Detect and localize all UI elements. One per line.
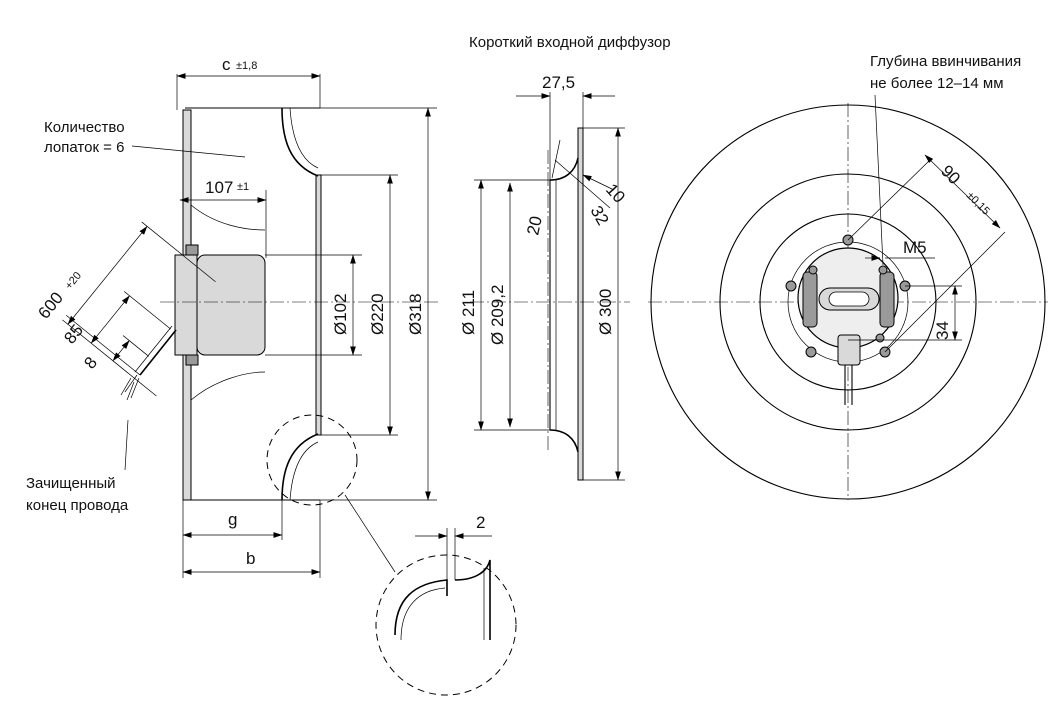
dim-c: c	[222, 55, 231, 74]
dim-cable-600-tol: +20	[63, 270, 84, 292]
label-short-inlet-diffuser: Короткий входной диффузор	[469, 34, 671, 51]
dim-cable-8: 8	[80, 353, 101, 372]
blade-top	[281, 107, 319, 177]
detail-circle-large	[375, 554, 517, 696]
dim-90-tol: ±0,15	[964, 190, 992, 218]
dim-g: g	[228, 510, 237, 529]
detail-circle-small	[266, 414, 358, 506]
left-labels: Количество лопаток = 6 Зачищенный конец …	[26, 119, 246, 514]
dim-cable-600: 600	[34, 289, 67, 323]
label-blades-line1: Количество	[44, 119, 125, 136]
diffuser-section: Короткий входной диффузор 27,5 10 32 20 …	[459, 34, 671, 481]
label-blades-line2: лопаток = 6	[44, 139, 124, 156]
motor-body	[196, 254, 266, 356]
label-wire-end-line1: Зачищенный	[26, 475, 116, 492]
leader-wire-end	[124, 419, 129, 471]
dim-107: 107	[205, 178, 233, 197]
dim-27-5: 27,5	[542, 73, 575, 92]
diffuser-flange	[577, 127, 584, 481]
inlet-ring	[315, 174, 322, 436]
dim-d102: Ø102	[331, 293, 350, 335]
blade-bottom	[281, 433, 319, 501]
leader-screw-depth	[874, 94, 884, 266]
dim-cable-85: 85	[60, 321, 87, 348]
motor-front-view	[648, 103, 1048, 500]
dim-b: b	[246, 549, 255, 568]
dim-d220: Ø220	[368, 293, 387, 335]
cable-gland	[837, 334, 861, 366]
dim-90: 90	[937, 161, 964, 188]
dim-2: 2	[476, 513, 485, 532]
wire-end-icon	[120, 374, 140, 401]
dim-34: 34	[933, 321, 952, 340]
dim-10: 10	[602, 180, 629, 207]
label-wire-end-line2: конец провода	[26, 497, 129, 514]
dim-20: 20	[523, 214, 546, 236]
dim-d318: Ø318	[406, 293, 425, 335]
label-screw-depth-line2: не более 12–14 мм	[870, 75, 1004, 92]
bolt-icons	[785, 234, 911, 358]
dim-d209-2: Ø 209,2	[488, 285, 507, 346]
cable	[139, 329, 177, 376]
dim-d300: Ø 300	[596, 289, 615, 335]
dim-m5: M5	[903, 238, 927, 257]
leader-blades	[131, 145, 246, 158]
motor-flange	[174, 254, 198, 356]
dim-c-tol: ±1,8	[236, 60, 257, 72]
detail-leader	[344, 494, 396, 573]
dim-107-tol: ±1	[237, 181, 249, 193]
label-screw-depth-line1: Глубина ввинчивания	[870, 53, 1021, 70]
detail-view: 2	[344, 494, 517, 696]
dim-d211: Ø 211	[459, 290, 478, 335]
fan-side-view	[120, 107, 440, 506]
fan-side-dimensions: c ±1,8 107 ±1 Ø102 Ø220 Ø318 g b	[34, 55, 437, 578]
